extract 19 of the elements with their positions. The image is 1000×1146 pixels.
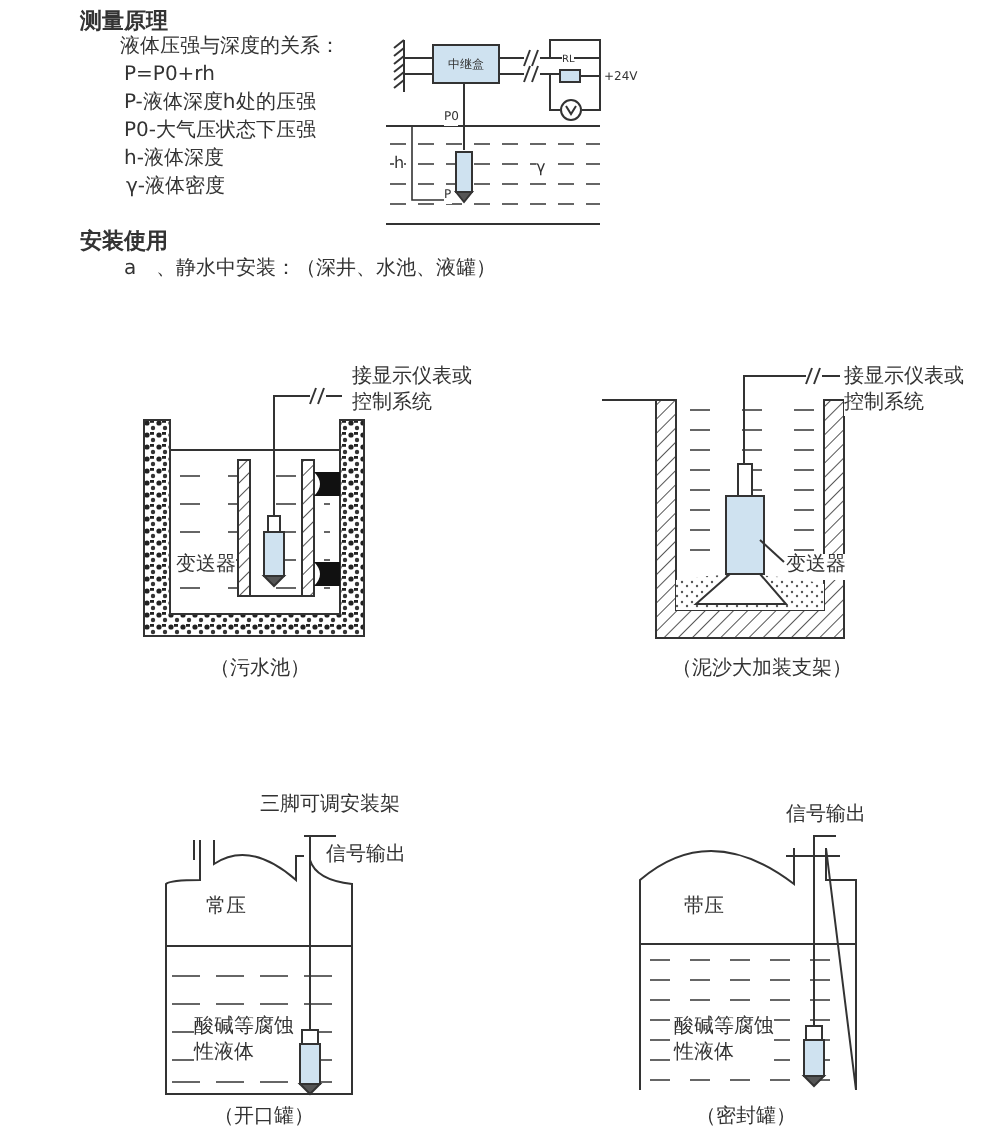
formula-text: γ-液体密度 (126, 176, 226, 201)
density-label: γ (536, 158, 546, 178)
callout-label: 信号输出 (786, 804, 866, 829)
callout-label: 接显示仪表或控制系统 (844, 366, 964, 416)
callout-label: 带压 (684, 896, 724, 921)
formula-text: P0-大气压状态下压强 (124, 120, 317, 145)
formula-text: h-液体深度 (124, 148, 224, 173)
callout-label: 三脚可调安装架 (260, 794, 400, 819)
callout-label: 酸碱等腐蚀性液体 (194, 1016, 294, 1066)
depth-label: h (394, 154, 405, 174)
callout-label: 常压 (206, 896, 246, 921)
callout-label: 变送器 (176, 554, 236, 579)
callout-label: 接显示仪表或控制系统 (352, 366, 472, 416)
formula-text: P-液体深度h处的压强 (124, 92, 316, 117)
callout-label: 信号输出 (326, 844, 406, 869)
section-heading: 测量原理 (80, 8, 168, 36)
section-heading: 安装使用 (80, 228, 168, 256)
callout-label: 酸碱等腐蚀性液体 (674, 1016, 774, 1066)
callout-label: 变送器 (786, 554, 846, 579)
